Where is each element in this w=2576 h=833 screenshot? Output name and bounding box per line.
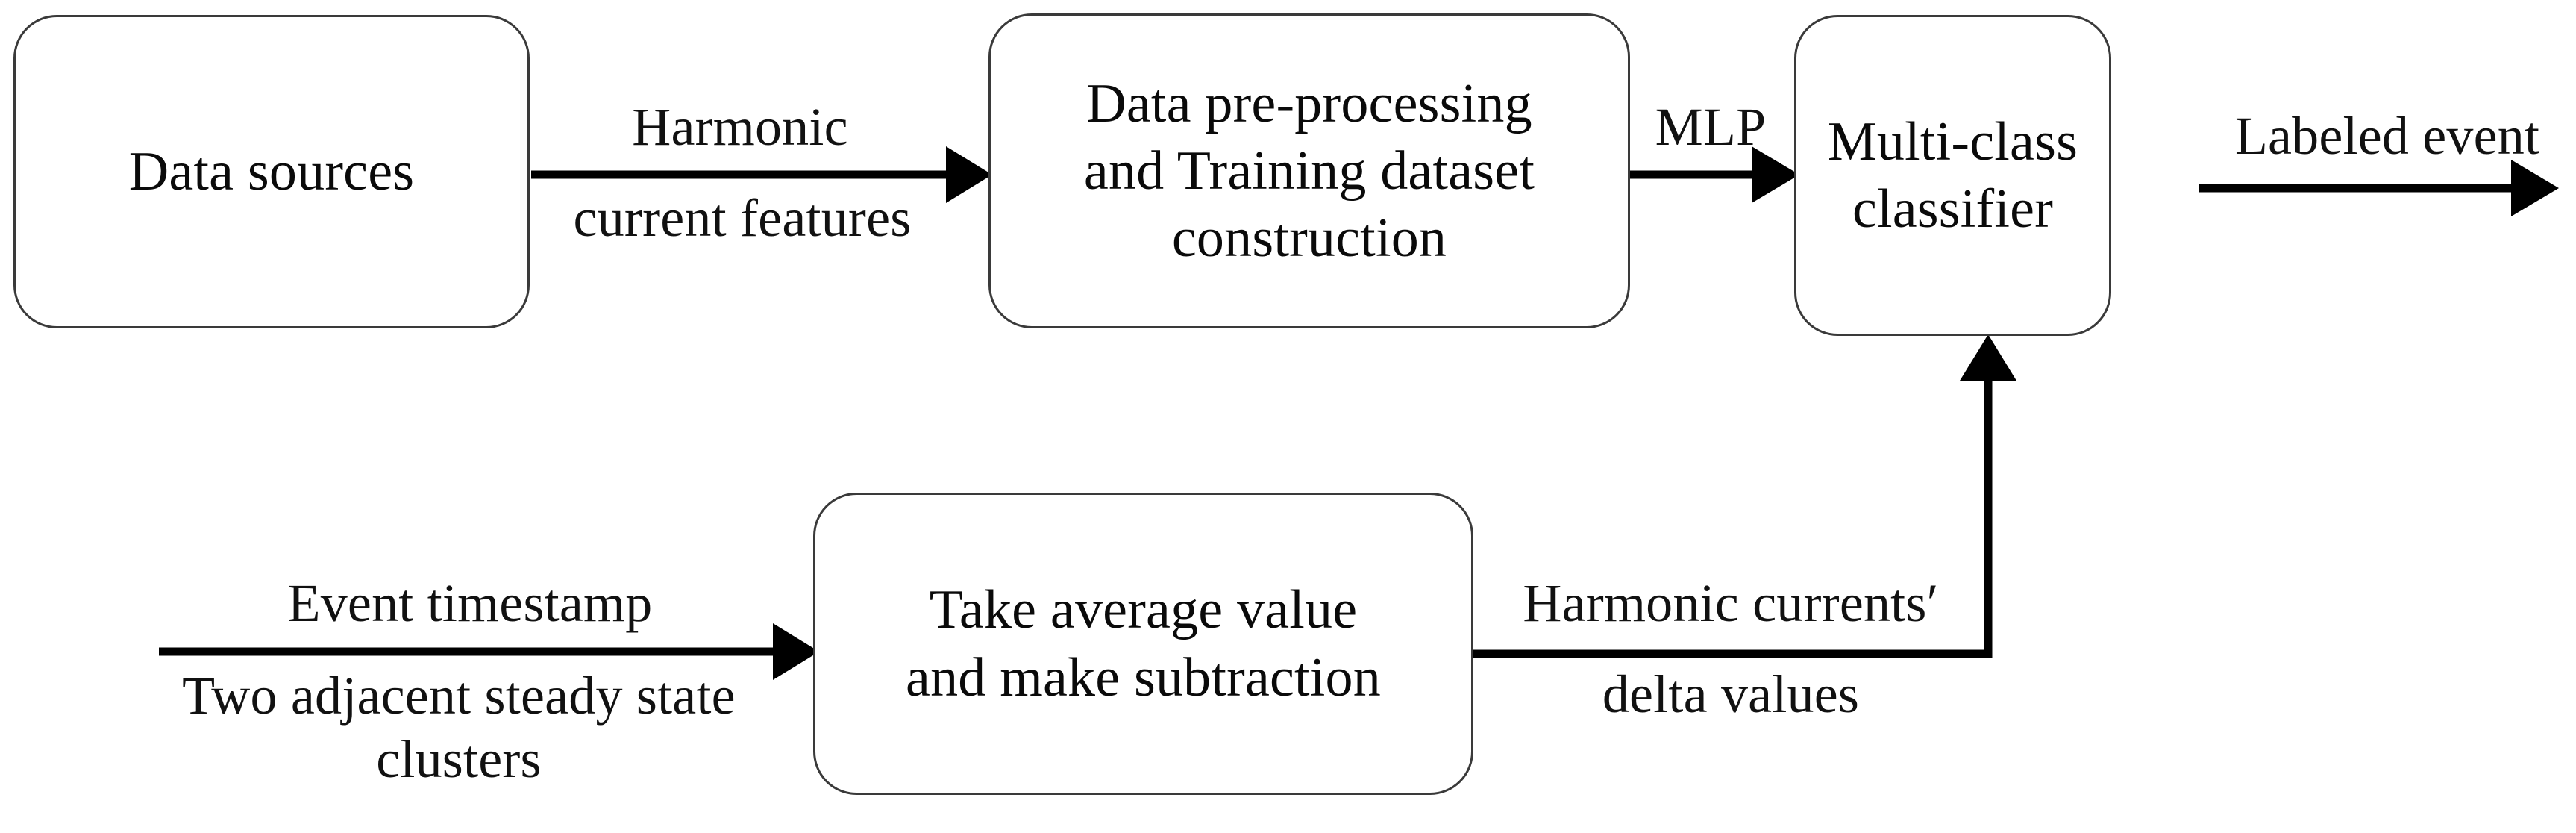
arrow-labeled-event	[2199, 160, 2559, 216]
edge-label-harmonic-currents-above: Harmonic currents′	[1523, 573, 1939, 633]
arrow-mlp	[1626, 146, 1799, 203]
edge-label-harmonic-above: Harmonic	[632, 97, 848, 157]
node-take-average-subtraction[interactable]: Take average value and make subtraction	[813, 493, 1473, 795]
arrow-harmonic-delta-values	[1473, 334, 2016, 658]
node-take-average-subtraction-label: Take average value and make subtraction	[906, 579, 1381, 708]
arrow-harmonic-current-features	[531, 146, 992, 203]
edge-label-mlp-above: MLP	[1655, 97, 1767, 157]
edge-label-current-features-below: current features	[573, 188, 912, 248]
node-multi-class-classifier[interactable]: Multi-class classifier	[1794, 15, 2111, 336]
arrow-event-timestamp	[159, 623, 819, 680]
node-data-sources-label: Data sources	[128, 140, 415, 202]
node-multi-class-classifier-label: Multi-class classifier	[1827, 110, 2078, 240]
edge-label-steady-state-clusters-below: Two adjacent steady state clusters	[182, 666, 736, 789]
edge-label-delta-values-below: delta values	[1602, 664, 1860, 724]
node-data-preprocessing-label: Data pre-processing and Training dataset…	[1083, 72, 1535, 269]
edge-label-event-timestamp-above: Event timestamp	[287, 573, 653, 633]
edge-label-labeled-event-above: Labeled event	[2234, 106, 2540, 166]
node-data-sources[interactable]: Data sources	[13, 15, 530, 328]
node-data-preprocessing[interactable]: Data pre-processing and Training dataset…	[988, 13, 1630, 328]
